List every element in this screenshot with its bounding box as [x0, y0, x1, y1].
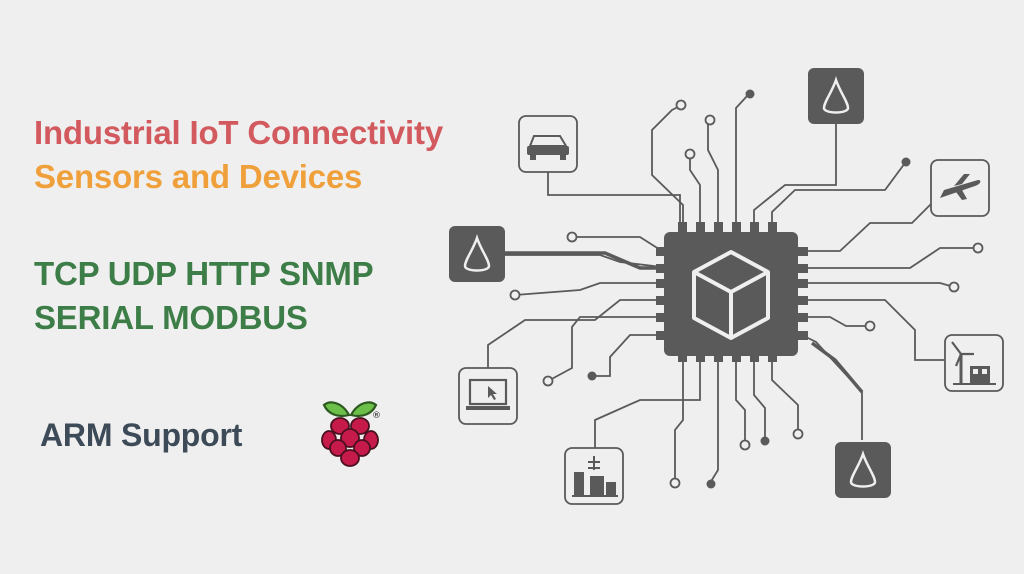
circuit-terminals-open	[509, 99, 984, 489]
raspberry-pi-logo-icon: ®	[321, 401, 381, 467]
circuit-main-traces	[505, 251, 864, 394]
factory-tree-icon	[564, 447, 624, 505]
raspberry-body	[321, 417, 379, 467]
airplane-icon	[930, 159, 990, 217]
headline-line-1: Industrial IoT Connectivity	[34, 114, 443, 151]
protocols-line-1: TCP UDP HTTP SNMP	[34, 255, 374, 292]
headline-line-2: Sensors and Devices	[34, 158, 363, 195]
protocols-line-2: SERIAL MODBUS	[34, 299, 308, 336]
car-icon	[518, 115, 578, 173]
registered-mark: ®	[372, 411, 381, 421]
sensor-cone-icon	[835, 442, 891, 498]
raspberry-leaves	[322, 401, 378, 418]
sensor-cone-icon	[449, 226, 505, 282]
cube-icon	[692, 250, 770, 340]
sensor-cone-icon	[808, 68, 864, 124]
circuit-terminals-filled	[587, 89, 911, 489]
laptop-icon	[458, 367, 518, 425]
arm-support-label: ARM Support	[40, 417, 243, 453]
wind-turbine-icon	[944, 334, 1004, 392]
